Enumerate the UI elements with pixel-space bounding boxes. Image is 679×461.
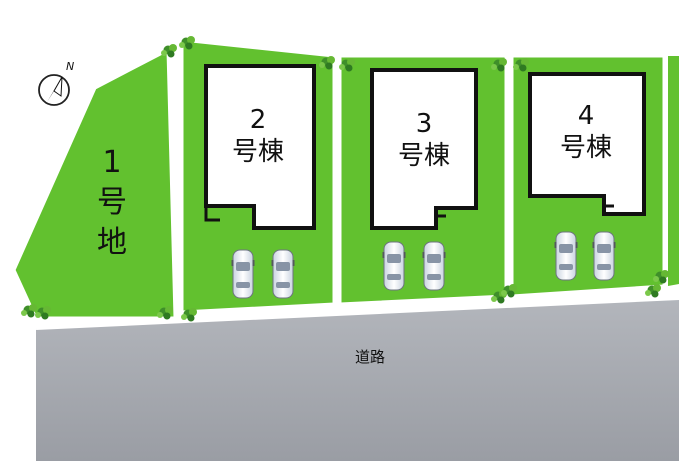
lot-4-car-2 (592, 231, 616, 281)
lot-3-number: 3 (416, 109, 433, 139)
lot-3-entrance (434, 208, 446, 218)
lot-1-number: 1 (102, 145, 121, 180)
shrub-icon (161, 44, 177, 58)
neighbor-lot-edge (668, 56, 679, 286)
lot-3-car-1 (382, 241, 406, 291)
lot-2-car-1 (231, 249, 255, 299)
lot-2-car-2 (271, 249, 295, 299)
road-edge (35, 296, 679, 330)
north-arrow-icon: N (38, 60, 74, 106)
lot-4-car-1 (554, 231, 578, 281)
lot-3-car-2 (422, 241, 446, 291)
lot-2-number: 2 (250, 105, 267, 135)
road-label: 道路 (355, 348, 385, 366)
compass-north-label: N (66, 60, 74, 73)
lot-2-suffix: 号棟 (232, 137, 284, 167)
lot-2-entrance (204, 206, 220, 222)
lot-4-building (528, 72, 646, 216)
lot-1-suffix-1: 号 (97, 185, 127, 220)
lot-3-suffix: 号棟 (398, 141, 450, 171)
lot-1-suffix-2: 地 (97, 225, 127, 260)
lot-4-suffix: 号棟 (560, 133, 612, 163)
lot-4-number: 4 (578, 101, 595, 131)
road-area (36, 298, 679, 461)
